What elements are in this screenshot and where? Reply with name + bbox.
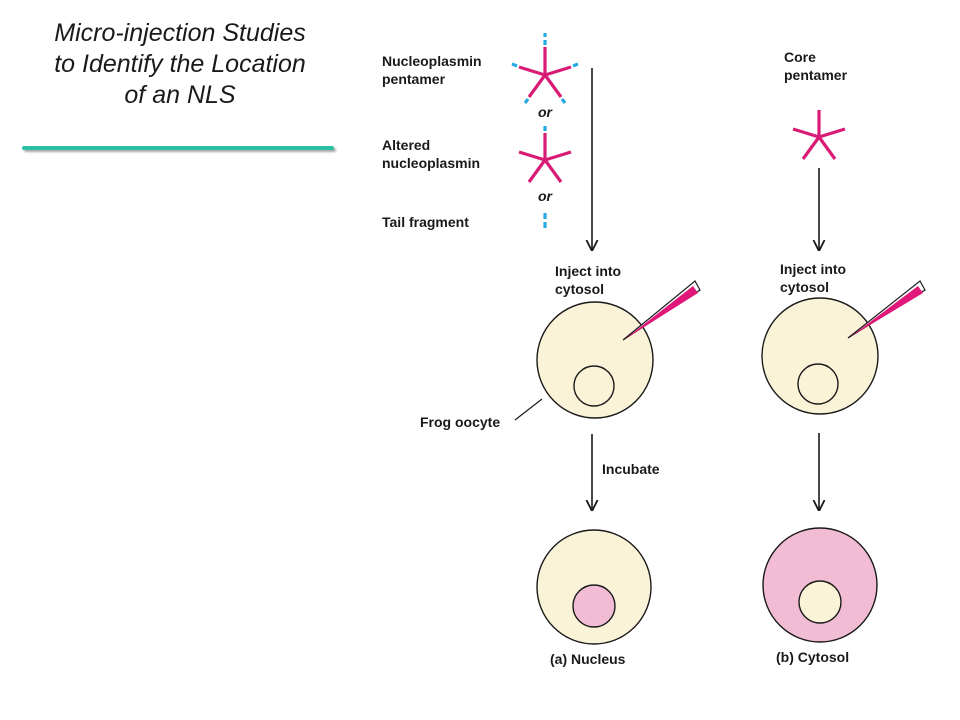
oocyte-right-before — [761, 297, 879, 415]
label-frog-oocyte: Frog oocyte — [420, 414, 500, 430]
label-incubate: Incubate — [602, 461, 660, 477]
label-inject-right: Inject into — [780, 261, 846, 277]
title-line-1: Micro-injection Studies — [54, 19, 306, 47]
label-tail-fragment: Tail fragment — [382, 214, 469, 230]
label-cytosol-right: cytosol — [780, 279, 829, 295]
oocyte-right-after — [762, 527, 878, 643]
label-nucleoplasmin: Nucleoplasmin — [382, 53, 482, 69]
label-core: Core — [784, 49, 816, 65]
label-altered-nucleoplasmin: nucleoplasmin — [382, 155, 480, 171]
label-inject-left: Inject into — [555, 263, 621, 279]
label-altered: Altered — [382, 137, 430, 153]
slide-title: Micro-injection Studies to Identify the … — [10, 18, 350, 111]
altered-nucleoplasmin-icon — [518, 126, 572, 183]
nucleoplasmin-pentamer-icon — [511, 33, 579, 104]
frog-oocyte-leader — [514, 398, 543, 421]
result-nucleus: (a) Nucleus — [550, 651, 626, 667]
title-underline — [22, 146, 334, 150]
label-cytosol-left: cytosol — [555, 281, 604, 297]
oocyte-left-after — [536, 529, 652, 645]
result-cytosol: (b) Cytosol — [776, 649, 849, 665]
label-nucleoplasmin-pentamer: pentamer — [382, 71, 446, 87]
core-pentamer-icon — [792, 110, 846, 160]
title-line-2: to Identify the Location — [54, 50, 306, 78]
injection-needle-right — [847, 280, 926, 339]
label-or-1: or — [538, 104, 554, 120]
injection-needle-left — [622, 280, 701, 341]
label-or-2: or — [538, 188, 554, 204]
label-core-pentamer: pentamer — [784, 67, 848, 83]
oocyte-left-before — [536, 301, 654, 419]
title-line-3: of an NLS — [124, 81, 236, 109]
